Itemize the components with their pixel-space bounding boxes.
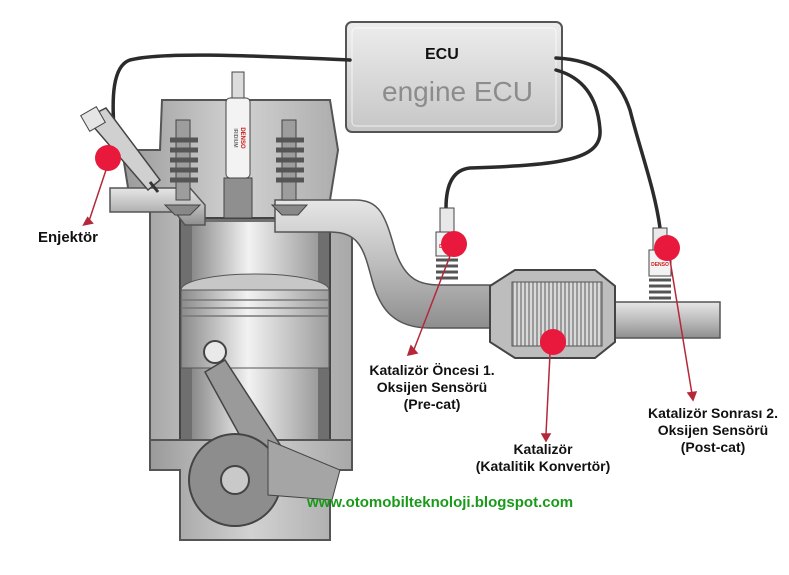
- exhaust-valve: [270, 119, 309, 216]
- crankshaft: [149, 358, 353, 541]
- ecu-wiring: [111, 53, 662, 230]
- ecu-subtitle: engine ECU: [382, 76, 533, 107]
- exhaust-pipe: [274, 199, 721, 339]
- pre-cat-label-line: (Pre-cat): [403, 396, 461, 412]
- website-link[interactable]: www.otomobilteknoloji.blogspot.com: [307, 494, 574, 511]
- post-cat-label-line: (Post-cat): [680, 439, 746, 455]
- markers: [95, 145, 680, 355]
- catalyst-label-line: (Katalitik Konvertör): [475, 458, 611, 474]
- pre-cat-label-line: Katalizör Öncesi 1.: [369, 362, 495, 378]
- post-cat-label-line: Oksijen Sensörü: [657, 422, 769, 438]
- pre-cat-label-line: Oksijen Sensörü: [376, 379, 488, 395]
- injector-marker: [95, 145, 121, 171]
- fuel-injector: [80, 106, 162, 193]
- spark-plug: DENSO IRIDIUM: [223, 71, 253, 219]
- ecu-box: [345, 21, 563, 133]
- pre-cat-marker: [441, 231, 467, 257]
- post-cat-marker: [654, 235, 680, 261]
- intake-valve: [163, 119, 202, 216]
- post-cat-sensor-brand: DENSO: [651, 262, 669, 268]
- callout-arrows: [82, 169, 698, 443]
- catalyst-label: Katalizör (Katalitik Konvertör): [463, 441, 623, 475]
- catalyst-marker: [540, 329, 566, 355]
- spark-plug-model: IRIDIUM: [232, 128, 238, 147]
- ecu-title: ECU: [425, 46, 459, 63]
- piston: [180, 273, 330, 369]
- post-cat-label-line: Katalizör Sonrası 2.: [648, 405, 778, 421]
- post-cat-sensor-label: Katalizör Sonrası 2. Oksijen Sensörü (Po…: [638, 405, 788, 456]
- spark-plug-brand: DENSO: [239, 127, 245, 149]
- injector-label: Enjektör: [38, 229, 99, 246]
- pre-cat-sensor-label: Katalizör Öncesi 1. Oksijen Sensörü (Pre…: [352, 362, 512, 413]
- catalyst-label-line: Katalizör: [513, 441, 573, 457]
